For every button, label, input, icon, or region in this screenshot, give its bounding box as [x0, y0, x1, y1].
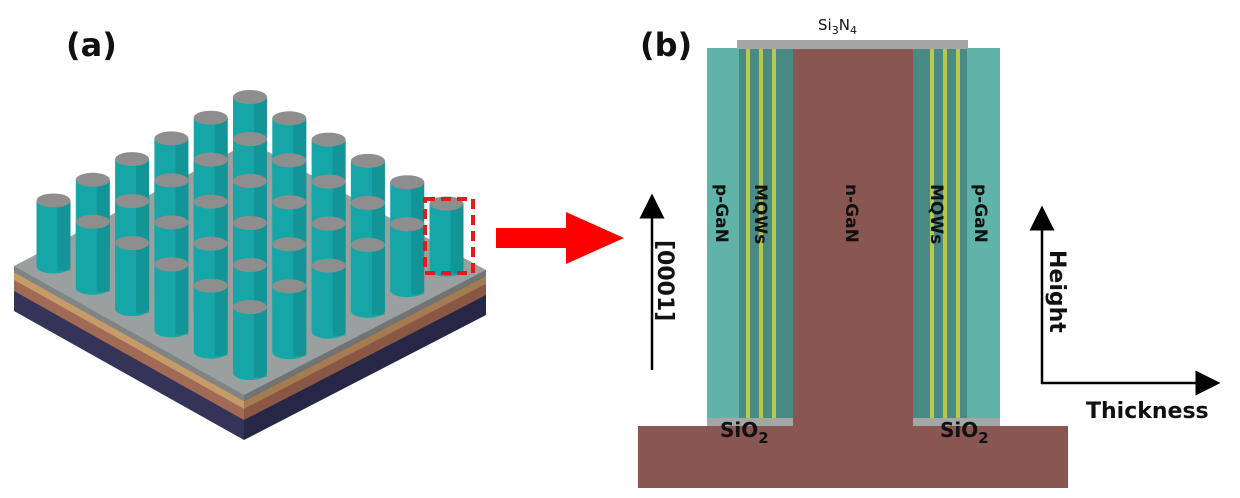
nanorod — [350, 237, 385, 318]
right-arrow-icon — [496, 212, 624, 264]
panel-b: (b) Si3N4 SiO2 SiO2 p-GaN MQWs n-GaN MQW… — [638, 16, 1221, 488]
left-sio2-pad — [707, 418, 793, 426]
left-mqw-line-2 — [759, 48, 763, 418]
left-mqws-label: MQWs — [750, 184, 770, 244]
n-gan-label: n-GaN — [841, 184, 861, 243]
nanorod — [154, 257, 189, 338]
nanorod — [272, 279, 307, 360]
panel-a-label: (a) — [66, 26, 117, 64]
base-top-edge-left — [14, 266, 244, 401]
nanorod-array-3d-icon — [14, 90, 486, 440]
si3n4-cap — [737, 40, 968, 49]
right-mqw-line-2 — [943, 48, 947, 418]
nanorod — [115, 236, 150, 317]
base-top-edge-right — [244, 270, 486, 401]
red-dashed-selection-box-icon — [423, 197, 475, 275]
left-mqw-line-1 — [746, 48, 750, 418]
layer-brown-left — [14, 280, 244, 420]
panel-a: (a) — [14, 26, 486, 440]
left-p-gan-label: p-GaN — [711, 184, 731, 243]
layer-brown-right — [244, 284, 486, 420]
left-sio2-label: SiO2 — [720, 418, 769, 447]
height-axis-label: Height — [1044, 250, 1069, 333]
layer-orange-right — [244, 276, 486, 409]
n-gan-core — [793, 48, 913, 428]
panel-b-label: (b) — [640, 26, 692, 64]
layer-orange-left — [14, 272, 244, 409]
si3n4-label: Si3N4 — [818, 16, 857, 37]
direction-label: [0001] — [652, 240, 677, 321]
n-gan-base — [638, 426, 1068, 488]
nanorod — [429, 196, 464, 277]
right-p-gan-label: p-GaN — [970, 184, 990, 243]
thickness-axis-label: Thickness — [1086, 399, 1209, 424]
right-mqws-label: MQWs — [926, 184, 946, 244]
nanorod — [233, 300, 267, 380]
right-mqw-line-1 — [930, 48, 934, 418]
right-sio2-label: SiO2 — [940, 418, 989, 447]
right-sio2-pad — [913, 418, 1000, 426]
right-p-gan-layer — [967, 48, 1000, 418]
nanorod — [311, 258, 346, 339]
nanorod — [75, 214, 110, 295]
left-p-gan-layer — [707, 48, 739, 418]
left-mqw-line-3 — [772, 48, 776, 418]
nanorod-grid — [36, 90, 464, 380]
nanorod — [390, 217, 425, 298]
nanorod — [36, 193, 71, 274]
nanorod — [193, 278, 228, 359]
right-mqw-line-3 — [956, 48, 960, 418]
